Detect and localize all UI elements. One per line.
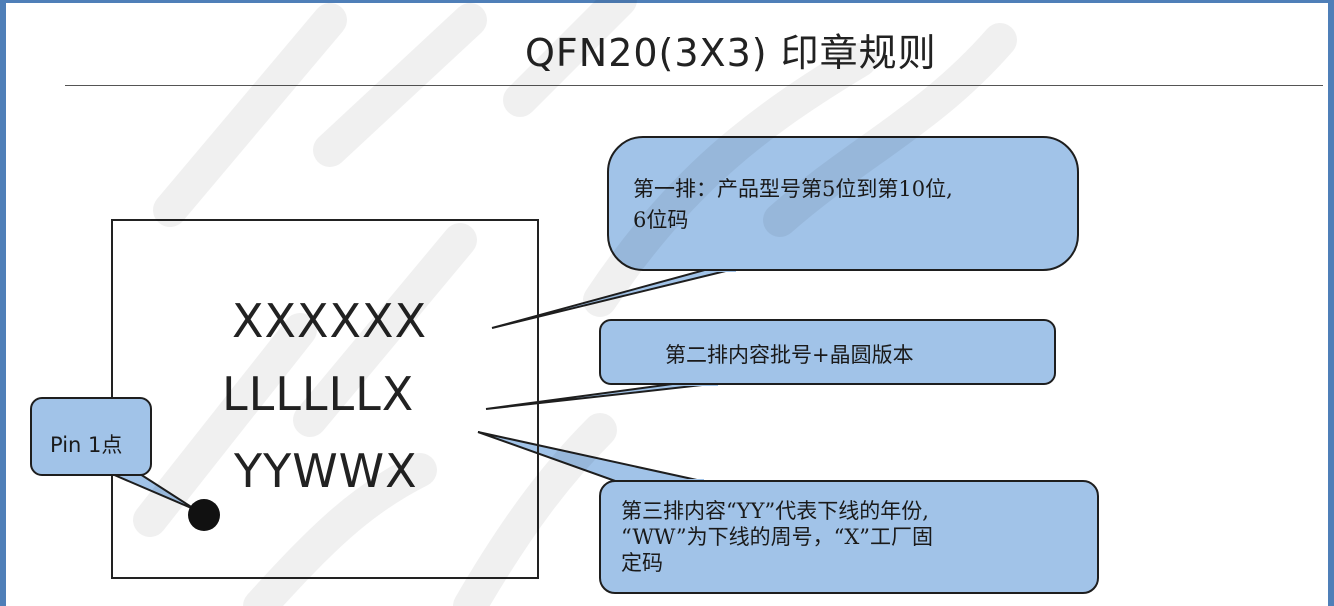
row1-callout: 第一排：产品型号第5位到第10位, 6位码 [607,136,1079,271]
marking-line-3: YYWWX [234,444,418,498]
row3-callout-line-3: 定码 [621,551,663,575]
pin1-callout: Pin 1点 [30,397,152,476]
title-divider [65,85,1323,86]
pin1-dot [188,499,220,531]
pin1-callout-text: Pin 1点 [50,433,123,457]
row1-callout-line-2: 6位码 [633,208,689,232]
row3-callout-line-2: “WW”为下线的周号，“X”工厂固 [621,525,934,549]
marking-line-2: LLLLLLX [222,367,415,421]
row1-callout-line-1: 第一排：产品型号第5位到第10位, [633,177,953,201]
page-title: QFN20(3X3) 印章规则 [525,31,937,75]
row3-callout: 第三排内容“YY”代表下线的年份, “WW”为下线的周号，“X”工厂固 定码 [599,480,1099,594]
marking-line-1: XXXXXX [232,294,428,348]
row2-callout-text: 第二排内容批号+晶圆版本 [665,343,914,367]
row3-callout-line-1: 第三排内容“YY”代表下线的年份, [621,499,929,523]
row2-callout: 第二排内容批号+晶圆版本 [599,319,1056,385]
